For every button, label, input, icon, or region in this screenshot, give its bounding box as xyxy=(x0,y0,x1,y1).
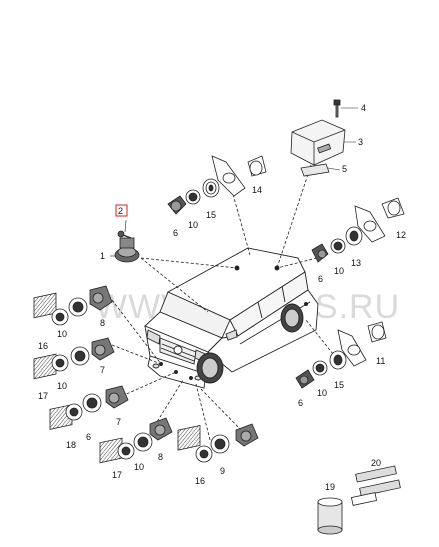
label-9: 9 xyxy=(220,466,225,476)
sensor-part-1 xyxy=(114,237,140,263)
sensor-cluster-bottom-left xyxy=(99,417,173,464)
label-7-left: 7 xyxy=(100,365,105,375)
label-11: 11 xyxy=(376,356,385,366)
label-10-right: 10 xyxy=(334,266,344,276)
label-6-top: 6 xyxy=(173,228,178,238)
label-8-bottom: 8 xyxy=(158,452,163,462)
highlight-box-2 xyxy=(115,204,128,217)
label-10-left: 10 xyxy=(57,329,67,339)
label-4: 4 xyxy=(361,103,366,113)
label-15-right-low: 15 xyxy=(334,380,344,390)
label-8-left: 8 xyxy=(100,318,105,328)
label-10-bottom: 10 xyxy=(134,462,144,472)
label-1: 1 xyxy=(100,251,105,261)
label-3: 3 xyxy=(358,137,363,147)
label-17-bottom: 17 xyxy=(112,470,122,480)
label-10-top: 10 xyxy=(188,220,198,230)
screw-part-2 xyxy=(117,230,132,239)
label-10-left-mid: 10 xyxy=(57,381,67,391)
paint-can-part-19 xyxy=(317,497,343,535)
label-13: 13 xyxy=(351,258,361,268)
label-12: 12 xyxy=(396,230,406,240)
label-15-top: 15 xyxy=(206,210,216,220)
label-16-left: 16 xyxy=(38,341,48,351)
label-6-left-low: 6 xyxy=(86,432,91,442)
label-2: 2 xyxy=(118,206,123,216)
label-20: 20 xyxy=(371,458,381,468)
sensor-cluster-left-low xyxy=(49,385,129,430)
sensor-cluster-bottom-mid xyxy=(177,423,259,463)
label-6-right-low: 6 xyxy=(298,398,303,408)
label-10-right-low: 10 xyxy=(317,388,327,398)
label-7-left-low: 7 xyxy=(116,417,121,427)
label-18: 18 xyxy=(66,440,76,450)
label-6-right: 6 xyxy=(318,274,323,284)
bolt-part-4 xyxy=(333,99,341,118)
sensor-cluster-right xyxy=(311,197,405,263)
car-illustration xyxy=(144,247,319,389)
label-16-bottom: 16 xyxy=(195,476,205,486)
sensor-cluster-left-mid xyxy=(33,337,115,380)
label-17-left: 17 xyxy=(38,391,48,401)
part-number-labels: 4 3 5 2 1 6 10 15 14 6 10 13 12 6 10 15 … xyxy=(38,103,406,492)
sensor-cluster-right-lower xyxy=(295,321,387,389)
label-sticker-part-5 xyxy=(300,163,330,177)
label-5: 5 xyxy=(342,164,347,174)
label-19: 19 xyxy=(325,482,335,492)
sensor-cluster-top-left xyxy=(167,155,267,215)
sensor-cluster-left-upper xyxy=(33,285,113,326)
label-14: 14 xyxy=(252,185,262,195)
control-module-part-3 xyxy=(290,119,346,166)
touch-up-pens-part-20 xyxy=(350,465,401,506)
